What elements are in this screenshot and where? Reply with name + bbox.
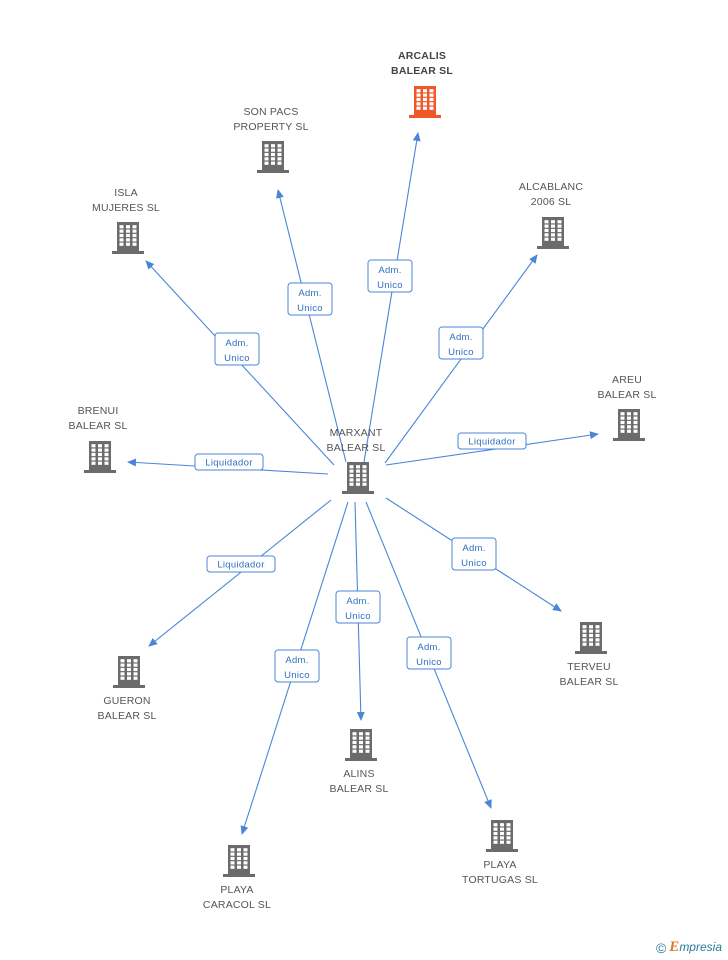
role-label-isla-mujeres: Adm.Unico <box>224 338 250 364</box>
building-icon-son-pacs[interactable] <box>257 141 289 173</box>
building-icon-isla-mujeres[interactable] <box>112 222 144 254</box>
building-icon-marxant[interactable] <box>342 462 374 494</box>
role-label-arcalis: Adm.Unico <box>377 265 403 291</box>
copyright-icon: © <box>655 939 667 956</box>
role-label-son-pacs: Adm.Unico <box>297 288 323 314</box>
role-badge-alcablanc[interactable]: Adm.Unico <box>438 326 484 360</box>
edge-gueron: Liquidador <box>148 499 332 647</box>
role-label-areu: Liquidador <box>468 437 515 448</box>
edge-line-son-pacs <box>276 189 347 463</box>
role-badge-brenui[interactable]: Liquidador <box>194 453 264 471</box>
role-label-playa-caracol: Adm.Unico <box>284 655 310 681</box>
building-icon-brenui[interactable] <box>84 441 116 473</box>
edge-alcablanc: Adm.Unico <box>384 254 538 464</box>
edge-playa-tortugas: Adm.Unico <box>365 501 492 809</box>
role-label-terveu: Adm.Unico <box>461 543 487 569</box>
edge-brenui: Liquidador <box>127 453 329 475</box>
edge-line-arcalis <box>363 132 421 463</box>
edge-terveu: Adm.Unico <box>385 497 562 612</box>
role-badge-son-pacs[interactable]: Adm.Unico <box>287 282 333 316</box>
edge-playa-caracol: Adm.Unico <box>240 501 349 835</box>
brand-logo: Empresia <box>669 939 722 955</box>
role-badge-playa-tortugas[interactable]: Adm.Unico <box>406 636 452 670</box>
role-label-alins: Adm.Unico <box>345 596 371 622</box>
building-icon-arcalis[interactable] <box>409 86 441 118</box>
building-icon-playa-tortugas[interactable] <box>486 820 518 852</box>
role-label-brenui: Liquidador <box>205 458 252 469</box>
role-label-alcablanc: Adm.Unico <box>448 332 474 358</box>
building-icon-alins[interactable] <box>345 729 377 761</box>
building-icon-gueron[interactable] <box>113 656 145 688</box>
edge-isla-mujeres: Adm.Unico <box>145 260 335 466</box>
edge-areu: Liquidador <box>385 431 599 466</box>
building-icon-terveu[interactable] <box>575 622 607 654</box>
edge-son-pacs: Adm.Unico <box>276 189 347 463</box>
role-badge-areu[interactable]: Liquidador <box>457 432 527 450</box>
role-label-playa-tortugas: Adm.Unico <box>416 642 442 668</box>
building-icon-areu[interactable] <box>613 409 645 441</box>
footer-brand: © Empresia <box>656 939 722 956</box>
role-badge-gueron[interactable]: Liquidador <box>206 555 276 573</box>
role-badge-terveu[interactable]: Adm.Unico <box>451 537 497 571</box>
role-badge-arcalis[interactable]: Adm.Unico <box>367 259 413 293</box>
edges-layer: Adm.UnicoAdm.UnicoAdm.UnicoAdm.UnicoLiqu… <box>127 132 599 835</box>
role-badge-playa-caracol[interactable]: Adm.Unico <box>274 649 320 683</box>
building-icon-playa-caracol[interactable] <box>223 845 255 877</box>
role-label-gueron: Liquidador <box>217 560 264 571</box>
building-icon-alcablanc[interactable] <box>537 217 569 249</box>
edge-line-gueron <box>148 499 332 647</box>
edge-alins: Adm.Unico <box>335 501 381 721</box>
role-badge-isla-mujeres[interactable]: Adm.Unico <box>214 332 260 366</box>
edge-arcalis: Adm.Unico <box>363 132 421 463</box>
role-badge-alins[interactable]: Adm.Unico <box>335 590 381 624</box>
